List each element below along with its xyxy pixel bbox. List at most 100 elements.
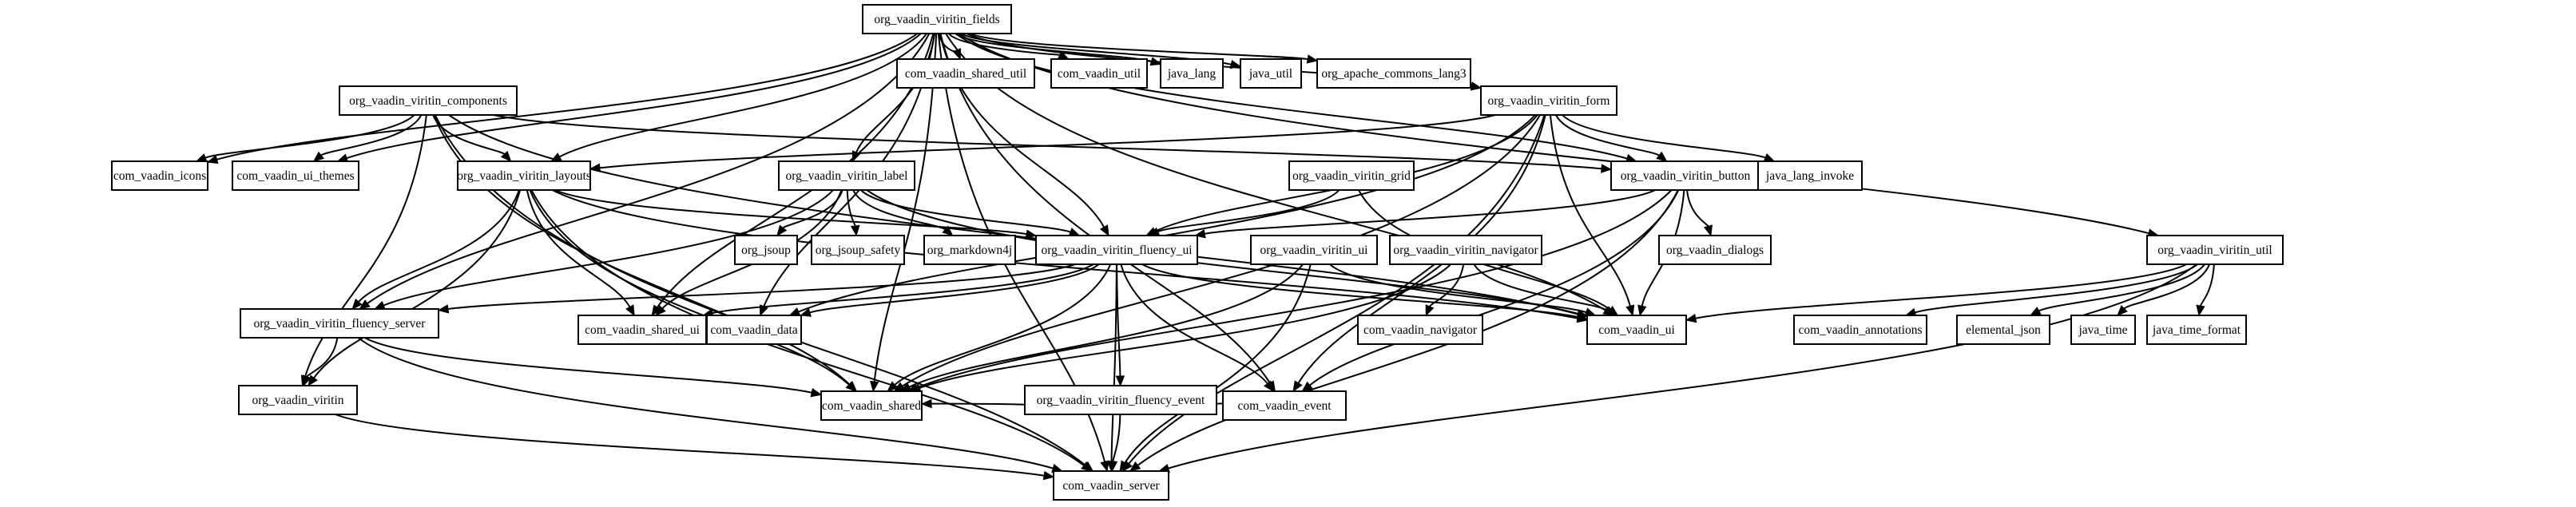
node-shared-ui[interactable]: com_vaadin_shared_ui [578, 315, 707, 345]
edge-line [1555, 114, 1660, 156]
node-label: com_vaadin_icons [113, 169, 206, 183]
node-layouts[interactable]: org_vaadin_viritin_layouts [457, 160, 591, 191]
node-ui-themes[interactable]: com_vaadin_ui_themes [232, 160, 359, 191]
edge-line [919, 263, 1451, 389]
node-vnav[interactable]: com_vaadin_navigator [1357, 315, 1483, 345]
edge-fluency_ui-to-event [1120, 263, 1274, 393]
node-box [1250, 235, 1378, 265]
arrowhead-icon [887, 381, 899, 392]
arrowhead-icon [1025, 229, 1038, 239]
node-box [820, 390, 923, 421]
node-box [1586, 315, 1687, 345]
edge-form-to-layouts [589, 114, 1496, 172]
arrowhead-icon [1115, 375, 1125, 387]
node-label: org_vaadin_viritin_label [786, 169, 908, 183]
node-fields[interactable]: org_vaadin_viritin_fields [862, 4, 1012, 34]
edge-line [383, 189, 834, 307]
node-jsoup-safety[interactable]: org_jsoup_safety [811, 235, 905, 265]
edge-line [1112, 414, 1121, 462]
node-util[interactable]: com_vaadin_util [1050, 58, 1148, 89]
node-label: org_vaadin_viritin_fluency_event [1037, 394, 1205, 407]
node-fluency-server[interactable]: org_vaadin_viritin_fluency_server [240, 308, 439, 339]
node-box [1222, 390, 1347, 421]
node-commons-lang3[interactable]: org_apache_commons_lang3 [1316, 58, 1471, 89]
node-fluency-event[interactable]: org_vaadin_viritin_fluency_event [1024, 385, 1217, 415]
edge-grid-to-fluency_ui [1148, 189, 1340, 236]
node-box [1024, 385, 1217, 415]
edge-line [902, 114, 1541, 387]
node-shared[interactable]: com_vaadin_shared [820, 390, 923, 421]
node-java-time[interactable]: java_time [2070, 315, 2136, 345]
node-viritin-ui[interactable]: org_vaadin_viritin_ui [1250, 235, 1378, 265]
node-server[interactable]: com_vaadin_server [1053, 470, 1169, 501]
edge-button-to-dialogs [1686, 189, 1713, 237]
node-java-time-format[interactable]: java_time_format [2146, 315, 2247, 345]
node-annotations[interactable]: com_vaadin_annotations [1793, 315, 1927, 345]
node-box [1316, 58, 1471, 89]
node-icons[interactable]: com_vaadin_icons [111, 160, 208, 191]
edge-line [1110, 263, 1117, 462]
arrowhead-icon [625, 304, 635, 317]
node-box [1480, 85, 1617, 116]
node-label: java_lang_invoke [1765, 169, 1854, 183]
edge-line [873, 33, 938, 382]
edge-form-to-vui [1549, 114, 1635, 317]
node-viritin[interactable]: org_vaadin_viritin [238, 385, 358, 415]
node-markdown4j[interactable]: org_markdown4j [923, 235, 1016, 265]
arrowhead-icon [2029, 307, 2042, 316]
node-box [1357, 315, 1483, 345]
node-box [2070, 315, 2136, 345]
edge-button-to-fluency_ui [1194, 189, 1656, 239]
node-viritin-util[interactable]: org_vaadin_viritin_util [2146, 235, 2284, 265]
node-java-lang[interactable]: java_lang [1160, 58, 1224, 89]
edge-line [931, 402, 1039, 409]
edge-fluency_ui-to-fluency_server [437, 263, 1076, 314]
node-button[interactable]: org_vaadin_viritin_button [1610, 160, 1760, 191]
node-box [232, 160, 359, 191]
node-form[interactable]: org_vaadin_viritin_form [1480, 85, 1617, 116]
node-elemental-json[interactable]: elemental_json [1956, 315, 2050, 345]
node-shared-util[interactable]: com_vaadin_shared_util [896, 58, 1035, 89]
edge-line [554, 189, 1027, 236]
node-event[interactable]: com_vaadin_event [1222, 390, 1347, 421]
node-vui[interactable]: com_vaadin_ui [1586, 315, 1687, 345]
arrowhead-icon [1129, 461, 1141, 472]
edge-line [1549, 114, 1631, 307]
edge-line [1141, 263, 1578, 319]
node-invoke[interactable]: java_lang_invoke [1757, 160, 1863, 191]
arrowhead-icon [655, 305, 666, 316]
node-label: org_vaadin_dialogs [1666, 244, 1764, 257]
edge-line [1124, 263, 1312, 464]
edge-line [947, 33, 1061, 56]
node-label: com_vaadin_shared_util [905, 67, 1026, 81]
node-components[interactable]: org_vaadin_viritin_components [339, 85, 518, 116]
node-label: com_vaadin_ui_themes [236, 169, 354, 183]
arrowhead-icon [776, 224, 788, 237]
edge-line [908, 263, 1304, 388]
node-label[interactable]: org_vaadin_viritin_label [778, 160, 915, 191]
node-navigator[interactable]: org_vaadin_viritin_navigator [1389, 235, 1542, 265]
node-fluency-ui[interactable]: org_vaadin_viritin_fluency_ui [1035, 235, 1198, 265]
edge-line [1128, 114, 1546, 465]
edge-layouts-to-fluency_server [351, 189, 520, 310]
edge-line [1168, 263, 2197, 469]
arrowhead-icon [195, 153, 208, 162]
edge-line [860, 189, 1071, 233]
node-box [240, 308, 439, 339]
node-box [1658, 235, 1772, 265]
node-data[interactable]: com_vaadin_data [706, 315, 802, 345]
edge-label-to-jsoup_safety [846, 189, 860, 237]
arrowhead-icon [303, 374, 312, 387]
arrowhead-icon [1108, 461, 1118, 473]
node-label: java_time [2078, 323, 2127, 337]
arrowhead-icon [373, 300, 386, 310]
node-label: org_vaadin_viritin_util [2157, 244, 2272, 257]
edge-layouts-to-shared [529, 189, 857, 392]
node-dialogs[interactable]: org_vaadin_dialogs [1658, 235, 1772, 265]
arrowhead-icon [1470, 81, 1482, 91]
edge-viritin_util-to-java_time [2117, 263, 2211, 316]
node-jsoup[interactable]: org_jsoup [734, 235, 798, 265]
arrowhead-icon [1625, 304, 1635, 317]
node-java-util[interactable]: java_util [1240, 58, 1302, 89]
node-grid[interactable]: org_vaadin_viritin_grid [1288, 160, 1415, 191]
